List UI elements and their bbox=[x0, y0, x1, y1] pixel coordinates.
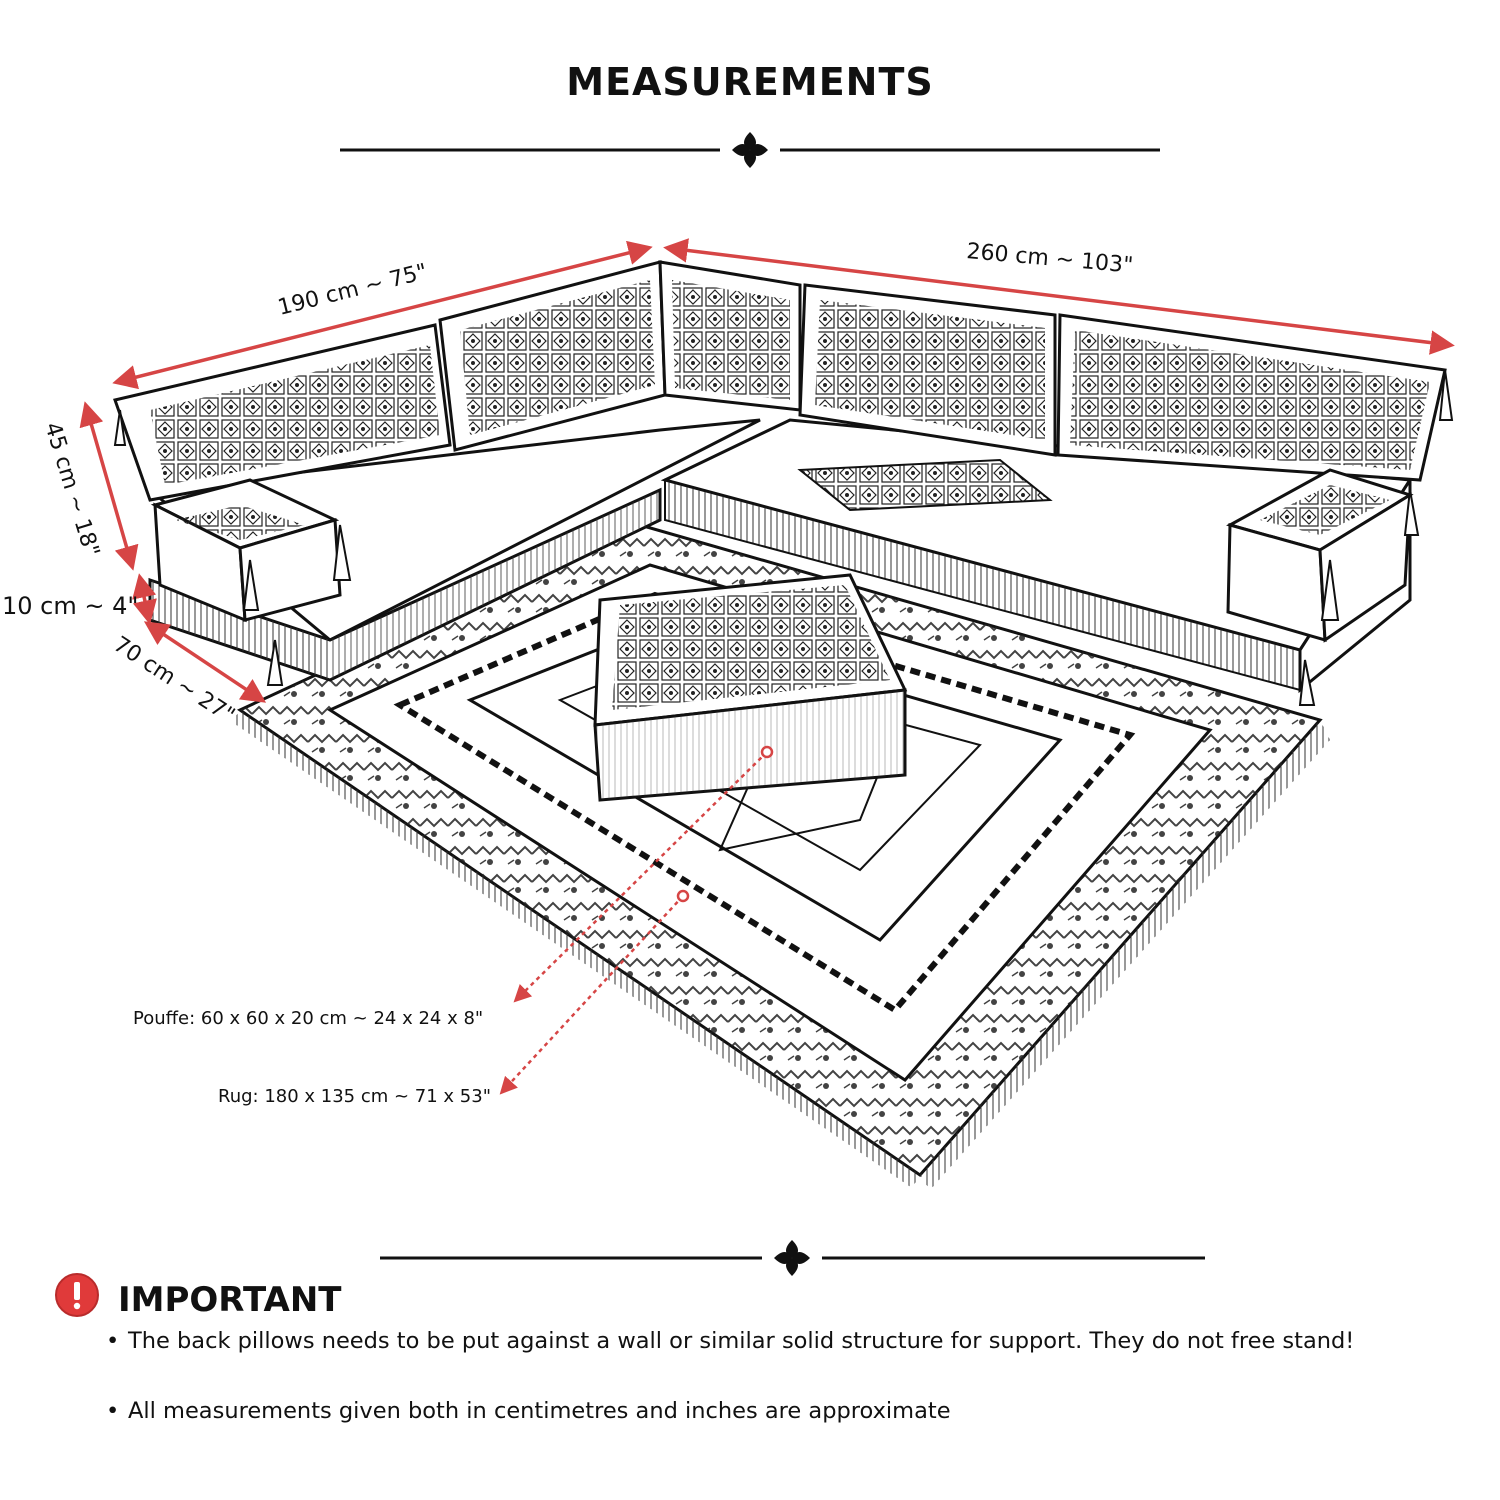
callout-lines bbox=[499, 751, 768, 1095]
armrest-right bbox=[1226, 468, 1414, 643]
left-length-line bbox=[112, 240, 653, 390]
pouffe-label: Pouffe: 60 x 60 x 20 cm ~ 24 x 24 x 8" bbox=[133, 1008, 483, 1029]
top-divider bbox=[340, 132, 1160, 168]
fleuron-divider-icon bbox=[732, 132, 768, 168]
important-heading: IMPORTANT bbox=[118, 1280, 342, 1320]
bottom-divider bbox=[380, 1240, 1205, 1276]
right-length-line bbox=[663, 238, 1455, 355]
pouffe bbox=[593, 573, 908, 802]
rug-callout-dot bbox=[676, 889, 690, 903]
pouffe-callout-dot bbox=[760, 745, 774, 759]
depth-line bbox=[143, 621, 267, 703]
fleuron-divider-icon bbox=[774, 1240, 810, 1276]
pouffe-callout-line bbox=[513, 751, 768, 1003]
important-notes: The back pillows needs to be put against… bbox=[106, 1326, 1354, 1426]
base-height-label: 10 cm ~ 4" bbox=[2, 592, 138, 620]
note-item: The back pillows needs to be put against… bbox=[106, 1326, 1354, 1356]
exclamation-circle-icon bbox=[55, 1273, 99, 1317]
page-title: MEASUREMENTS bbox=[566, 60, 934, 104]
rug-label: Rug: 180 x 135 cm ~ 71 x 53" bbox=[218, 1086, 491, 1107]
tassels bbox=[113, 369, 1454, 706]
armrest-left bbox=[150, 478, 342, 623]
right-length-label: 260 cm ~ 103" bbox=[965, 239, 1134, 278]
back-height-line bbox=[79, 401, 139, 571]
dimension-lines bbox=[79, 238, 1455, 703]
base-height-line bbox=[132, 573, 157, 625]
left-length-label: 190 cm ~ 75" bbox=[275, 260, 430, 321]
note-item: All measurements given both in centimetr… bbox=[106, 1396, 1354, 1426]
depth-label: 70 cm ~ 27" bbox=[109, 632, 239, 729]
